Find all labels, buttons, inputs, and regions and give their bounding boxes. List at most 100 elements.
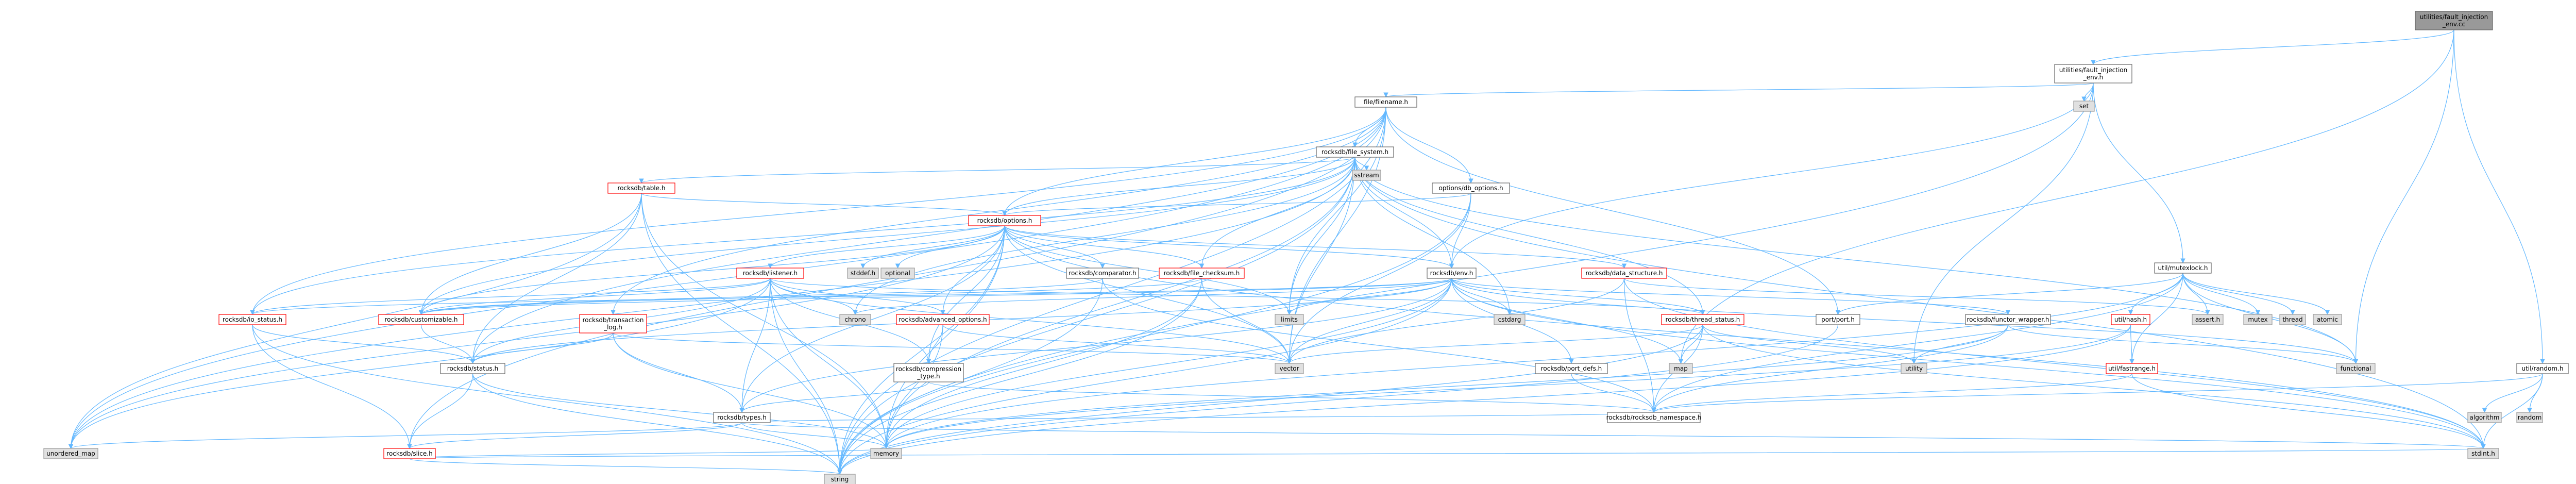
- edge-iostatus-to-slice: [252, 324, 412, 449]
- node-atomic-label-line: atomic: [2317, 316, 2338, 323]
- edge-env-to-stdint: [1451, 278, 2486, 449]
- edge-options-to-limits: [1004, 225, 1292, 315]
- node-listener[interactable]: rocksdb/listener.h: [736, 268, 804, 279]
- node-portport-label: port/port.h: [1821, 316, 1855, 323]
- node-fs[interactable]: rocksdb/file_system.h: [1316, 146, 1394, 158]
- node-customizable-label: rocksdb/customizable.h: [384, 316, 457, 323]
- node-comptype[interactable]: rocksdb/compression_type.h: [893, 363, 964, 382]
- node-thread: thread: [2279, 314, 2306, 325]
- edge-fs-to-iostatus: [250, 157, 1355, 315]
- node-random[interactable]: util/random.h: [2516, 363, 2569, 374]
- node-root-label-line: utilities/fault_injection: [2420, 13, 2488, 21]
- node-algorithm-label-line: algorithm: [2470, 414, 2500, 421]
- node-hash-label-line: util/hash.h: [2114, 316, 2147, 323]
- edge-env-to-string: [837, 278, 1452, 475]
- edge-env-to-limits: [1286, 278, 1452, 315]
- node-status-label-line: rocksdb/status.h: [447, 365, 498, 372]
- edge-iostatus-to-status: [252, 324, 476, 364]
- edge-threadstatus-to-utility: [1702, 324, 1917, 364]
- node-rdbns[interactable]: rocksdb/rocksdb_namespace.h: [1606, 412, 1702, 423]
- node-fastrange[interactable]: util/fastrange.h: [2106, 363, 2158, 374]
- edges: [68, 29, 2545, 475]
- edge-fs-to-limits: [1286, 157, 1355, 315]
- node-threadstatus[interactable]: rocksdb/thread_status.h: [1661, 314, 1744, 325]
- node-fie_h-label-line: utilities/fault_injection: [2059, 66, 2128, 74]
- node-customizable[interactable]: rocksdb/customizable.h: [378, 314, 464, 325]
- edge-listener-to-customizable: [418, 278, 771, 315]
- node-string-label-line: string: [831, 476, 849, 483]
- node-root[interactable]: utilities/fault_injection_env.cc: [2415, 11, 2493, 30]
- edge-filename-to-options: [1002, 107, 1386, 216]
- node-advopts[interactable]: rocksdb/advanced_options.h: [896, 314, 990, 325]
- node-comptype-label-line: rocksdb/compression: [896, 365, 961, 373]
- node-types[interactable]: rocksdb/types.h: [713, 412, 771, 423]
- node-hash[interactable]: util/hash.h: [2111, 314, 2150, 325]
- node-optional-label-line: optional: [885, 270, 910, 277]
- node-functional-label-line: functional: [2341, 365, 2371, 372]
- node-status[interactable]: rocksdb/status.h: [440, 363, 505, 374]
- node-options[interactable]: rocksdb/options.h: [968, 215, 1041, 226]
- node-slice[interactable]: rocksdb/slice.h: [383, 448, 436, 459]
- node-portport-box: [1816, 314, 1860, 325]
- node-funcwrap[interactable]: rocksdb/functor_wrapper.h: [1965, 314, 2051, 325]
- node-funcwrap-label: rocksdb/functor_wrapper.h: [1967, 316, 2049, 323]
- node-mutex-box: [2243, 314, 2273, 325]
- node-options-label: rocksdb/options.h: [977, 217, 1032, 224]
- node-comparator[interactable]: rocksdb/comparator.h: [1066, 268, 1139, 279]
- node-mutexlock[interactable]: util/mutexlock.h: [2154, 262, 2212, 274]
- node-status-label: rocksdb/status.h: [447, 365, 498, 372]
- node-table[interactable]: rocksdb/table.h: [607, 182, 675, 194]
- node-env[interactable]: rocksdb/env.h: [1427, 268, 1477, 279]
- node-fs-label-line: rocksdb/file_system.h: [1321, 148, 1388, 156]
- edge-status-to-slice: [407, 373, 473, 449]
- node-atomic-label: atomic: [2317, 316, 2338, 323]
- node-filecs[interactable]: rocksdb/file_checksum.h: [1159, 268, 1245, 279]
- node-env-box: [1427, 268, 1477, 279]
- node-advopts-box: [896, 314, 990, 325]
- node-iostatus[interactable]: rocksdb/io_status.h: [218, 314, 286, 325]
- edge-fs-to-vector: [1286, 157, 1355, 364]
- edge-table-to-unordered_map: [68, 193, 642, 449]
- node-types-box: [713, 412, 771, 423]
- node-rdbns-label: rocksdb/rocksdb_namespace.h: [1606, 414, 1702, 421]
- node-translog[interactable]: rocksdb/transaction_log.h: [579, 314, 647, 333]
- node-functional: functional: [2336, 363, 2376, 374]
- node-portport[interactable]: port/port.h: [1816, 314, 1860, 325]
- node-fastrange-label: util/fastrange.h: [2108, 365, 2156, 372]
- node-portdefs[interactable]: rocksdb/port_defs.h: [1535, 363, 1608, 374]
- edge-root-to-map: [1678, 29, 2454, 364]
- edge-status-to-memory: [472, 373, 889, 449]
- edge-fs-to-stdint: [1354, 157, 2486, 449]
- edge-comparator-to-customizable: [419, 278, 1103, 315]
- edge-mutexlock-to-thread: [2182, 273, 2295, 315]
- node-stddef: stddef.h: [847, 268, 879, 279]
- node-customizable-box: [378, 314, 464, 325]
- edge-types-to-rdbns: [741, 412, 1656, 423]
- node-options-box: [968, 215, 1041, 226]
- node-memory-label-line: memory: [873, 450, 899, 457]
- edge-comptype-to-types: [739, 381, 929, 413]
- node-atomic: atomic: [2313, 314, 2342, 325]
- edge-threadstatus-to-stdint: [1702, 324, 2486, 449]
- edge-mutexlock-to-fastrange: [2129, 273, 2183, 364]
- node-utility-label: utility: [1905, 365, 1923, 372]
- edge-listener-to-advopts: [770, 278, 945, 315]
- node-thread-label: thread: [2282, 316, 2302, 323]
- node-mutexlock-box: [2154, 262, 2212, 274]
- node-filename[interactable]: file/filename.h: [1354, 96, 1417, 108]
- node-fastrange-box: [2106, 363, 2158, 374]
- edge-table-to-customizable: [418, 193, 642, 315]
- node-filecs-label: rocksdb/file_checksum.h: [1164, 270, 1240, 277]
- node-optdb[interactable]: options/db_options.h: [1432, 182, 1510, 194]
- node-atomic-box: [2313, 314, 2342, 325]
- edge-threadstatus-to-string: [837, 324, 1703, 475]
- node-thread-label-line: thread: [2282, 316, 2302, 323]
- node-fie_h[interactable]: utilities/fault_injection_env.h: [2054, 64, 2132, 84]
- node-translog-label-line: rocksdb/transaction: [583, 316, 644, 324]
- node-datastruct[interactable]: rocksdb/data_structure.h: [1581, 268, 1667, 279]
- node-comptype-label: rocksdb/compression_type.h: [896, 365, 961, 380]
- node-datastruct-label: rocksdb/data_structure.h: [1586, 270, 1663, 277]
- node-memory-label: memory: [873, 450, 899, 457]
- node-funcwrap-box: [1965, 314, 2051, 325]
- node-unordered_map-box: [43, 448, 98, 459]
